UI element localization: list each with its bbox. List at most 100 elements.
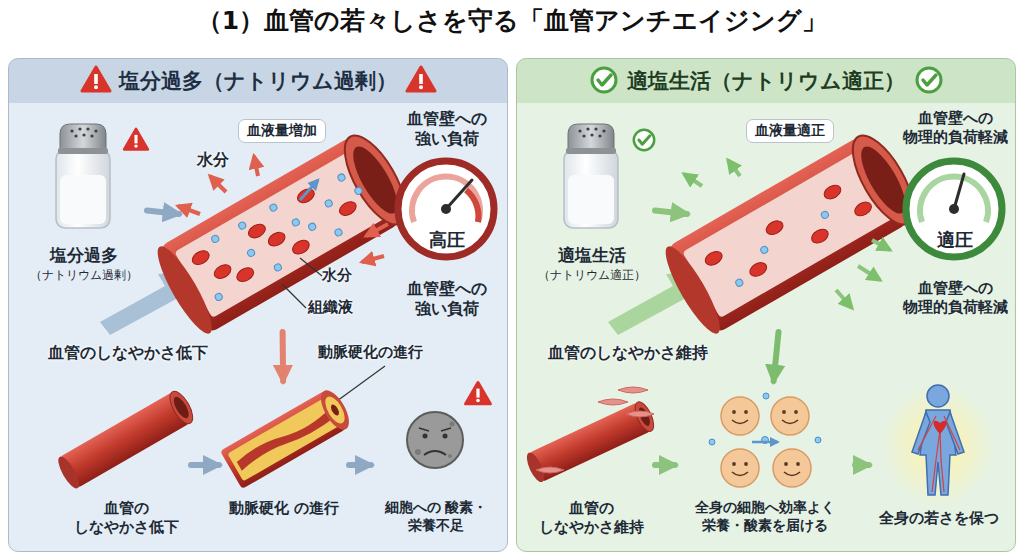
blood-vessel <box>682 152 893 318</box>
blood-vessel <box>160 137 401 334</box>
happy-cell <box>782 420 798 424</box>
hardened-artery <box>220 386 355 489</box>
warning-icon <box>407 67 435 91</box>
blood-vessel <box>174 152 385 318</box>
happy-cell <box>794 410 798 414</box>
vessel-group: 血液量増加 <box>179 117 384 332</box>
flow-arrow <box>147 211 179 214</box>
blood-vessel <box>237 221 247 231</box>
node-text: 適塩生活 <box>529 245 655 266</box>
blood-vessel <box>290 237 312 256</box>
node-text: （ナトリウム適正） <box>529 268 655 283</box>
stage-box: 細胞への 酸素・栄養不足 <box>371 381 501 549</box>
gauge-group: 血管壁への 物理的負荷軽減適圧血管壁への 物理的負荷軽減 <box>895 109 1015 329</box>
blood-vessel <box>598 399 628 405</box>
blood-vessel <box>637 406 653 428</box>
human-body <box>882 383 994 507</box>
blood-vessel <box>872 240 890 250</box>
annotation-label: 水分 <box>322 266 352 284</box>
annotation-label: 血管のしなやかさ維持 <box>548 343 708 362</box>
panel-heading: 塩分過多（ナトリウム過剰） <box>9 68 507 94</box>
blood-vessel <box>858 266 880 280</box>
check-icon <box>592 68 941 92</box>
node-text: （ナトリウム過剰） <box>21 268 147 283</box>
damaged-cell <box>423 434 428 439</box>
check-icon <box>592 68 616 92</box>
human-body <box>946 412 964 454</box>
blood-vessel <box>149 241 220 340</box>
salt-group: 塩分過多（ナトリウム過剰） <box>21 119 147 289</box>
diagram-title: （1）血管の若々しさを守る「血管アンチエイジング」 <box>0 4 1024 37</box>
human-body <box>920 410 956 495</box>
damaged-cell <box>450 422 455 427</box>
node-text: 動脈硬化 の進行 <box>219 499 349 518</box>
happy-cell <box>732 410 736 414</box>
leader-line <box>300 366 385 428</box>
annotation-label: 水分 <box>197 150 229 169</box>
hardened-artery <box>315 386 354 434</box>
happy-cell <box>721 449 759 487</box>
pressure-gauge <box>398 161 494 257</box>
blood-vessel <box>764 218 786 237</box>
stage-box: 血管の しなやかさ維持 <box>527 381 655 549</box>
flow-arrow <box>655 211 687 214</box>
blood-vessel <box>354 186 364 196</box>
pressure-gauge <box>412 177 480 222</box>
damaged-cell <box>407 412 463 468</box>
blood-vessel <box>60 392 191 488</box>
wide-arrow <box>608 272 716 335</box>
blood-vessel <box>246 221 268 240</box>
pressure-gauge <box>906 161 1002 257</box>
blood-vessel <box>149 127 417 340</box>
blood-vessel <box>55 388 198 491</box>
blood-vessel <box>337 173 347 183</box>
hardened-artery <box>329 403 340 416</box>
pressure-gauge <box>920 177 988 222</box>
blood-vessel <box>822 182 844 201</box>
blood-vessel <box>618 387 648 393</box>
panel: 適塩生活（ナトリウム適正）適塩生活（ナトリウム適正）血液量適正血管壁への 物理的… <box>516 58 1016 552</box>
check-icon <box>917 68 941 92</box>
happy-cell <box>752 441 778 444</box>
blood-vessel <box>836 290 852 308</box>
blood-vessel <box>657 127 925 340</box>
blood-vessel <box>735 278 745 288</box>
blood-vessel <box>55 454 83 491</box>
damaged-cell <box>424 451 446 455</box>
pressure-gauge <box>466 190 478 222</box>
value-badge: 血液量適正 <box>746 119 834 143</box>
happy-cell <box>815 437 821 443</box>
warning-icon <box>82 67 110 91</box>
human-body <box>912 412 930 454</box>
blood-vessel <box>345 141 406 220</box>
happy-cell <box>709 393 821 487</box>
pressure-gauge <box>441 204 451 214</box>
human-body <box>882 383 994 507</box>
node-text: 細胞への 酸素・栄養不足 <box>371 499 501 534</box>
stage-box: 全身の細胞へ効率よく 栄養・酸素を届ける <box>675 381 855 549</box>
happy-cell <box>762 437 769 444</box>
panel: 塩分過多（ナトリウム過剰）塩分過多（ナトリウム過剰）血液量増加血管壁への 強い負… <box>8 58 508 552</box>
blood-vessel <box>178 206 200 214</box>
damaged-cell <box>407 382 491 468</box>
happy-cell <box>784 462 788 466</box>
flow-arrow <box>774 332 779 381</box>
blood-vessel <box>728 160 740 176</box>
node-text: 血管壁への 物理的負荷軽減 <box>895 109 1015 147</box>
flow-arrow <box>655 462 675 468</box>
blood-vessel <box>523 387 657 484</box>
happy-cell <box>773 449 811 487</box>
happy-cell <box>709 439 715 445</box>
node-text: 適圧 <box>895 229 1015 252</box>
node-text: 高圧 <box>387 229 507 252</box>
annotation-label: 血管のしなやかさ低下 <box>48 343 208 362</box>
vessel-group: 血液量適正 <box>687 117 892 332</box>
hardened-artery <box>227 398 340 482</box>
blood-vessel <box>291 218 301 228</box>
node-text: 全身の若さを保つ <box>869 509 1009 528</box>
hardened-artery <box>220 391 346 489</box>
blood-vessel <box>853 141 914 220</box>
blood-vessel <box>657 127 925 340</box>
blood-vessel <box>266 230 288 249</box>
